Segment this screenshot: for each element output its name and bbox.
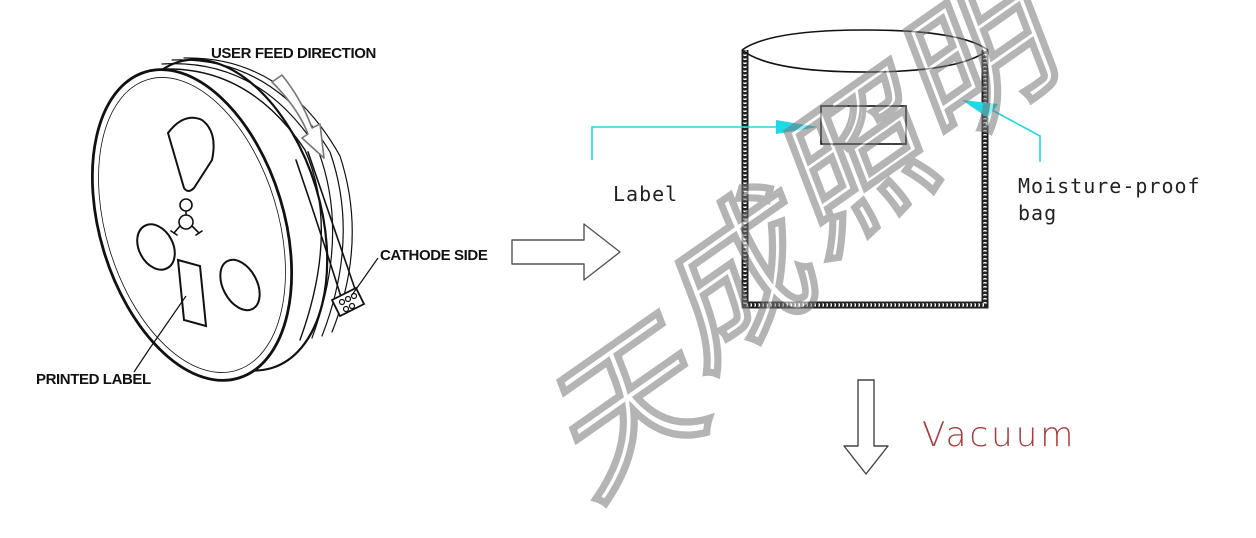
moisture-proof-bag	[741, 29, 989, 309]
printed-label-leader-line	[133, 295, 187, 373]
reel-printed-label-rect	[176, 258, 208, 328]
reel-window-top	[166, 116, 215, 192]
feed-direction-arrow	[271, 74, 325, 159]
bag-text: bag	[1018, 201, 1057, 225]
reel-window-right	[219, 258, 261, 312]
vacuum-arrow-down	[843, 379, 889, 475]
moisture-proof-text: Moisture-proof	[1018, 174, 1201, 198]
label-pointer	[591, 120, 818, 160]
bag-label-rect	[820, 105, 907, 145]
reel-hub	[170, 198, 203, 236]
cathode-leader-line	[351, 257, 379, 296]
cathode-side-label: CATHODE SIDE	[380, 247, 488, 264]
process-arrow-right	[511, 223, 621, 281]
label-text: Label	[613, 182, 678, 206]
printed-label-label: PRINTED LABEL	[36, 371, 151, 388]
tape-end	[330, 286, 366, 318]
vacuum-label: Vacuum	[922, 415, 1076, 455]
user-feed-direction-label: USER FEED DIRECTION	[211, 45, 376, 62]
reel-window-left	[136, 223, 176, 271]
bag-pointer	[962, 100, 1041, 162]
reel	[90, 57, 366, 382]
